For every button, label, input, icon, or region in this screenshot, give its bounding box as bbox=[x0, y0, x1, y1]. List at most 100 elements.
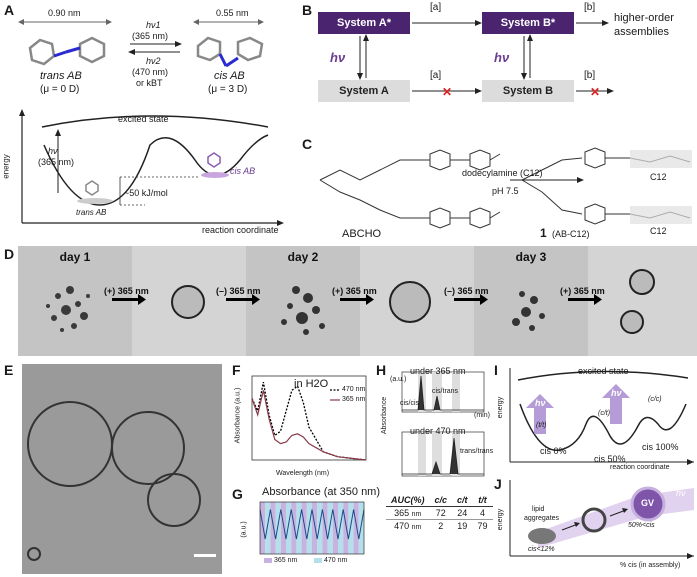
i-y-axis: energy bbox=[497, 396, 505, 419]
c-ab-cho: ABCHO bbox=[342, 228, 382, 240]
i-tt: (t/t) bbox=[536, 422, 547, 429]
j-gv: GV bbox=[641, 498, 655, 508]
higher-order-line2: assemblies bbox=[614, 26, 670, 38]
g-band bbox=[286, 502, 292, 554]
j-x-axis: % cis (in assembly) bbox=[620, 562, 681, 569]
h-min: (min) bbox=[474, 412, 490, 419]
h-unit: (a.u.) bbox=[390, 376, 407, 383]
hv1-label: hν1 bbox=[146, 20, 161, 30]
trans-dipole: (μ = 0 D) bbox=[40, 84, 80, 95]
a-trans-well: trans AB bbox=[76, 208, 107, 217]
f-series-365 bbox=[251, 390, 367, 461]
g-cycling-chart bbox=[259, 501, 365, 563]
b-arrow-a2: [a] bbox=[430, 70, 442, 81]
i-cis0: cis 0% bbox=[540, 446, 567, 456]
auc-cell: 72 bbox=[429, 506, 453, 520]
auc-cell: 79 bbox=[477, 521, 488, 531]
g-band bbox=[260, 502, 266, 554]
c-reagent: dodecylamine (C12) bbox=[462, 168, 543, 178]
panel-label-j: J bbox=[494, 476, 502, 492]
g-band bbox=[322, 502, 328, 554]
d-step2: (–) 365 nm bbox=[216, 286, 261, 296]
f-xlabel: Wavelength (nm) bbox=[276, 470, 330, 477]
c-c12-bottom: C12 bbox=[650, 226, 667, 236]
i-x-axis: reaction coordinate bbox=[610, 464, 670, 471]
auc-col-tt: t/t bbox=[472, 494, 493, 507]
i-cis100: cis 100% bbox=[642, 442, 679, 452]
azobenzene-structures bbox=[18, 19, 264, 68]
h-peak-cc: cis/cis bbox=[400, 400, 420, 407]
cryo-em-image bbox=[22, 364, 222, 574]
d-step4: (–) 365 nm bbox=[444, 286, 489, 296]
b-arrow-b2: [b] bbox=[584, 70, 596, 81]
g-band bbox=[301, 502, 307, 554]
c-ph: pH 7.5 bbox=[492, 186, 519, 196]
j-lipid2: aggregates bbox=[524, 515, 560, 522]
energy-diagram-i bbox=[509, 368, 694, 465]
g-band bbox=[312, 502, 318, 554]
g-band bbox=[270, 502, 276, 554]
system-a: System A bbox=[318, 80, 410, 102]
a-y-axis: energy bbox=[1, 154, 11, 179]
i-ct: (c/t) bbox=[598, 410, 611, 417]
g-legend-470: 470 nm bbox=[324, 557, 348, 564]
auc-row-label: 470 nm bbox=[394, 521, 422, 531]
h-peak-ct: cis/trans bbox=[432, 388, 459, 395]
b-hv-right: hν bbox=[494, 50, 510, 65]
or-kbt: or kBT bbox=[136, 78, 163, 88]
j-y-axis: energy bbox=[497, 508, 505, 531]
g-band bbox=[291, 502, 297, 554]
chemical-scheme-c bbox=[319, 147, 692, 229]
g-band bbox=[353, 502, 359, 554]
panel-label-e: E bbox=[4, 362, 14, 378]
g-band bbox=[338, 502, 344, 554]
j-lipid1: lipid bbox=[532, 506, 545, 513]
g-band bbox=[348, 502, 354, 554]
cis-name: cis AB bbox=[214, 70, 245, 82]
auc-col-ct: c/t bbox=[452, 494, 473, 507]
g-band bbox=[343, 502, 349, 554]
g-band bbox=[327, 502, 333, 554]
g-band bbox=[332, 502, 338, 554]
b-arrow-a1: [a] bbox=[430, 2, 442, 13]
a-hv-wavelength: (365 nm) bbox=[38, 157, 75, 167]
h-under365: under 365 nm bbox=[410, 366, 466, 376]
d-step1: (+) 365 nm bbox=[104, 286, 149, 296]
cis-length: 0.55 nm bbox=[216, 8, 249, 18]
g-ylabel: (a.u.) bbox=[240, 521, 248, 538]
h-under470: under 470 nm bbox=[410, 426, 466, 436]
higher-order-line1: higher-order bbox=[614, 12, 674, 24]
f-legend-470: 470 nm bbox=[342, 386, 366, 393]
system-b-star: System B* bbox=[482, 12, 574, 34]
panel-label-a: A bbox=[4, 2, 15, 18]
g-band bbox=[265, 502, 271, 554]
svg-text:✕: ✕ bbox=[442, 85, 452, 99]
day3-label: day 3 bbox=[515, 250, 547, 264]
i-cis50: cis 50% bbox=[594, 454, 626, 464]
g-band bbox=[275, 502, 281, 554]
h-peak-tt: trans/trans bbox=[460, 448, 494, 455]
cis-dipole: (μ = 3 D) bbox=[208, 84, 248, 95]
auc-cell: 2 bbox=[438, 521, 444, 531]
g-band bbox=[317, 502, 323, 554]
panel-label-c: C bbox=[302, 136, 313, 152]
f-legend-365: 365 nm bbox=[342, 396, 366, 403]
hv1-wavelength: (365 nm) bbox=[132, 31, 169, 41]
f-title: in H2O bbox=[294, 378, 329, 390]
trans-name: trans AB bbox=[40, 70, 82, 82]
auc-cell: 4 bbox=[472, 506, 493, 520]
auc-cell: 19 bbox=[457, 521, 468, 531]
j-cis-lt: cis<12% bbox=[528, 546, 555, 553]
a-energy-gap: ~50 kJ/mol bbox=[124, 188, 168, 198]
auc-col-cc: c/c bbox=[429, 494, 453, 507]
i-excited: excited state bbox=[578, 366, 629, 376]
g-band bbox=[358, 502, 364, 554]
system-a-star: System A* bbox=[318, 12, 410, 34]
d-step-arrows bbox=[112, 294, 602, 305]
panel-label-d: D bbox=[4, 246, 15, 262]
d-step5: (+) 365 nm bbox=[560, 286, 605, 296]
hv2-wavelength: (470 nm) bbox=[132, 67, 169, 77]
g-legend-365: 365 nm bbox=[274, 557, 298, 564]
i-hv1: hν bbox=[535, 398, 546, 408]
panel-label-i: I bbox=[494, 362, 498, 378]
